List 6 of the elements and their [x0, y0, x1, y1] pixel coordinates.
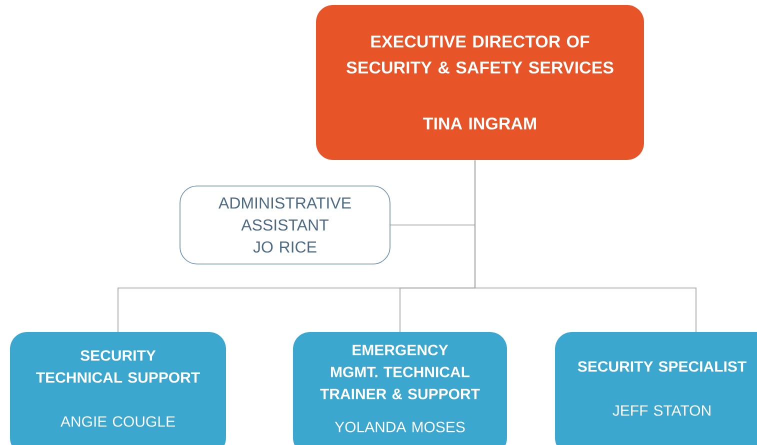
connector-line — [474, 160, 696, 332]
assistant-box: ADMINISTRATIVE ASSISTANT JO RICE — [180, 186, 390, 264]
director-box: EXECUTIVE DIRECTOR OF SECURITY & SAFETY SERVICES TINA INGRAM — [316, 5, 644, 160]
staff-box: SECURITY TECHNICAL SUPPORT ANGIE COUGLE — [10, 332, 226, 445]
staff-box: SECURITY SPECIALIST JEFF STATON — [555, 332, 757, 445]
staff-box: EMERGENCY MGMT. TECHNICAL TRAINER & SUPPORT YOLANDA MOSES — [293, 332, 507, 445]
